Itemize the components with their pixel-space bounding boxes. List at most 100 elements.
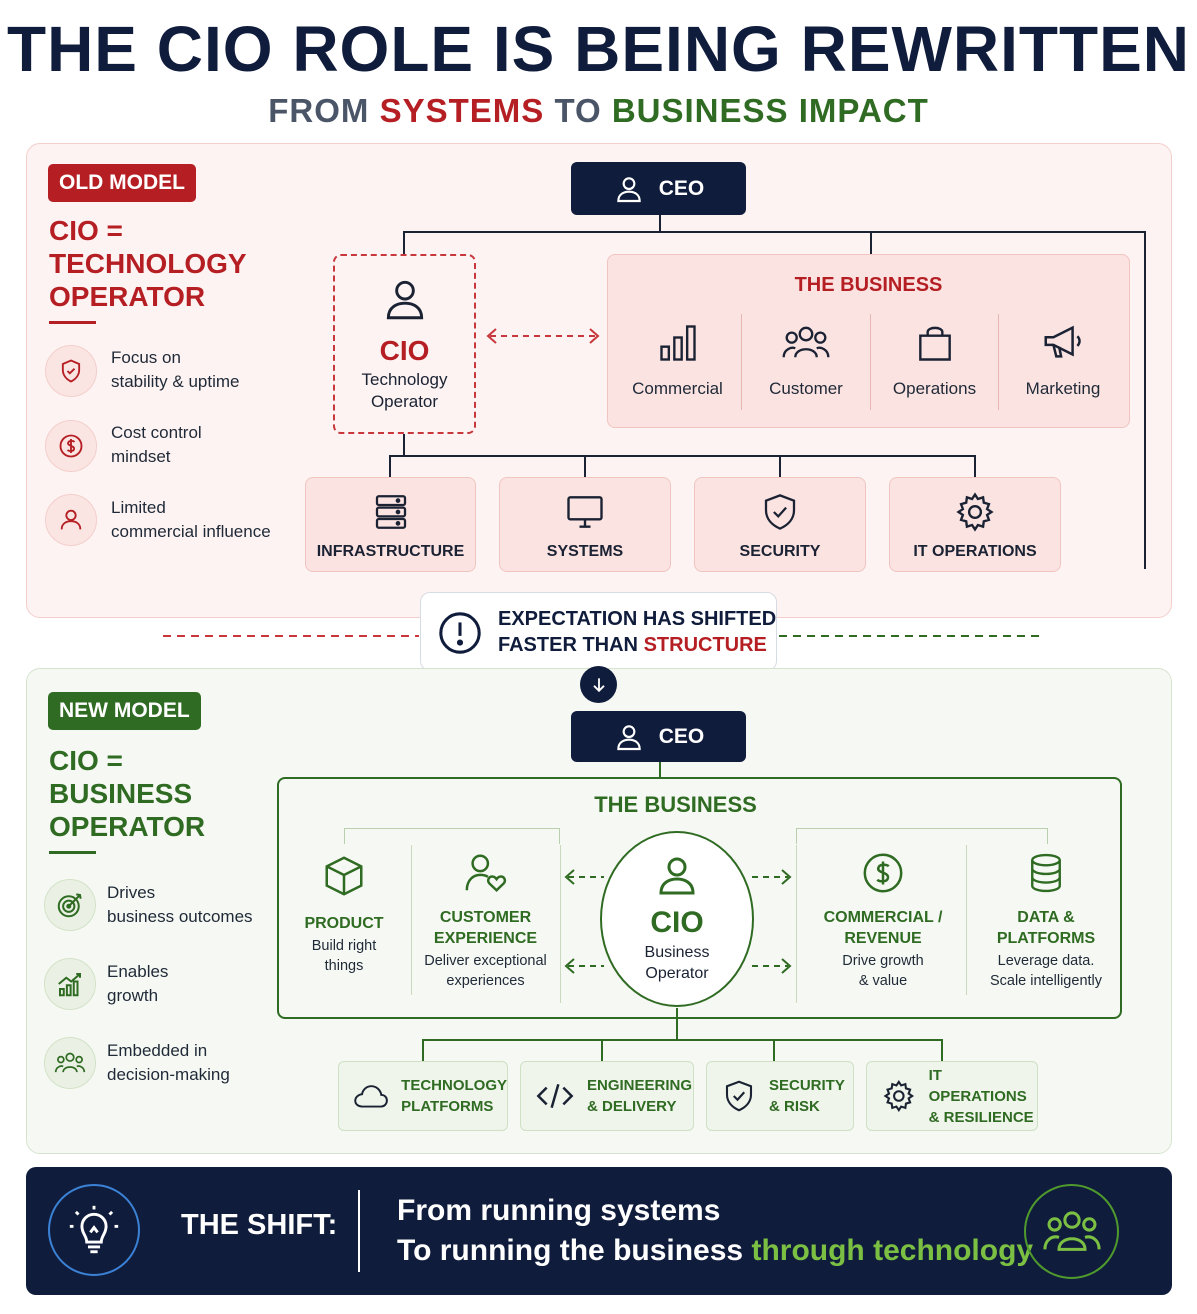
function-technology-platforms: TECHNOLOGY PLATFORMS (338, 1061, 508, 1131)
old-ceo-label: CEO (658, 176, 705, 200)
callout-line-2-highlight: STRUCTURE (643, 634, 767, 656)
new-func-stem-2 (601, 1039, 603, 1061)
function-infrastructure: INFRASTRUCTURE (305, 477, 476, 572)
growth-chart-icon (44, 958, 96, 1010)
new-cio-title: CIO (650, 906, 704, 939)
capability-sub-1: Leverage data. (997, 953, 1095, 969)
bar-chart-icon (659, 325, 696, 361)
page-title: THE CIO ROLE IS BEING REWRITTEN (6, 13, 1191, 85)
function-engineering-delivery: ENGINEERING & DELIVERY (520, 1061, 694, 1131)
business-item-label: Commercial (632, 379, 723, 398)
capability-title: PRODUCT (304, 915, 384, 932)
old-bullet-3-line-1: Limited (111, 498, 166, 517)
old-bullet-3-line-2: commercial influence (111, 522, 271, 541)
new-model-heading: CIO = BUSINESS OPERATOR (49, 744, 205, 843)
new-bullet-3-line-1: Embedded in (107, 1041, 208, 1060)
new-ceo-label: CEO (658, 724, 705, 748)
old-cio-title: CIO (379, 335, 430, 366)
capability-title-1: COMMERCIAL / (823, 909, 943, 926)
new-business-box (277, 777, 1122, 1019)
capability-sub-2: experiences (446, 973, 525, 989)
new-heading-divider (49, 851, 96, 854)
function-it-operations: IT OPERATIONS (889, 477, 1061, 572)
old-heading-divider (49, 321, 96, 324)
shift-line-1: From running systems (397, 1194, 721, 1227)
new-bullet-2: Enables growth (107, 960, 168, 1008)
function-it-operations-resilience: IT OPERATIONS & RESILIENCE (866, 1061, 1038, 1131)
capability-product: PRODUCT Build right things (290, 852, 398, 976)
callout-line-1: EXPECTATION HAS SHIFTED (498, 608, 777, 630)
old-func-stem-3 (779, 455, 781, 477)
megaphone-icon (1044, 325, 1081, 358)
person-icon (617, 176, 641, 202)
capability-title-2: REVENUE (844, 930, 922, 947)
old-model-heading: CIO = TECHNOLOGY OPERATOR (49, 214, 247, 313)
old-bullet-2-line-2: mindset (111, 447, 171, 466)
new-functions-connector (422, 1039, 943, 1041)
function-label: INFRASTRUCTURE (316, 543, 465, 560)
shield-check-icon (725, 1080, 753, 1112)
function-label-1: SECURITY (769, 1077, 845, 1094)
callout-text: EXPECTATION HAS SHIFTED FASTER THAN STRU… (498, 606, 776, 658)
new-func-stem-4 (941, 1039, 943, 1061)
shift-label: THE SHIFT: (181, 1209, 338, 1241)
exclamation-icon (439, 612, 481, 654)
left-dashed-divider (163, 635, 419, 637)
capability-title-1: DATA & (1017, 909, 1075, 926)
old-cio-stem (403, 231, 405, 255)
old-func-stem-2 (584, 455, 586, 477)
capability-sub-2: Scale intelligently (989, 973, 1103, 989)
function-label-2: & DELIVERY (587, 1098, 677, 1115)
people-icon (782, 326, 830, 358)
capability-title-1: CUSTOMER (439, 909, 532, 926)
subtitle-systems: SYSTEMS (379, 92, 545, 129)
new-bullet-2-line-2: growth (107, 986, 159, 1005)
old-func-stem-1 (389, 455, 391, 477)
cube-icon (325, 856, 363, 896)
new-func-stem-1 (422, 1039, 424, 1061)
new-bullet-3-line-2: decision-making (107, 1065, 230, 1084)
shift-line-2-highlight: through technology (751, 1234, 1034, 1267)
new-cio-oval: CIO Business Operator (600, 831, 754, 1007)
new-heading-line-2: BUSINESS (49, 778, 193, 809)
shopping-bag-icon (918, 326, 951, 361)
function-label-1: TECHNOLOGY (401, 1077, 507, 1094)
new-heading-line-3: OPERATOR (49, 811, 206, 842)
new-bullet-1: Drives business outcomes (107, 881, 253, 929)
business-item-label: Customer (769, 379, 843, 398)
code-icon (536, 1083, 574, 1109)
old-model-tag: OLD MODEL (48, 164, 196, 202)
shift-banner (26, 1167, 1172, 1295)
function-security: SECURITY (694, 477, 866, 572)
business-item-customer: Customer (742, 320, 870, 399)
left-arrow-icon (564, 958, 604, 974)
old-business-divider-3 (998, 314, 999, 410)
person-icon (45, 494, 97, 546)
function-label-1: ENGINEERING (587, 1077, 693, 1094)
people-icon (44, 1037, 96, 1089)
new-ceo-stem (659, 762, 661, 778)
function-systems: SYSTEMS (499, 477, 671, 572)
capability-sub-1: Build right (311, 938, 377, 954)
left-arrow-icon (564, 869, 604, 885)
function-label-2: & RISK (769, 1098, 820, 1115)
person-icon (659, 857, 695, 895)
capability-title-2: EXPERIENCE (433, 930, 538, 947)
shift-divider (358, 1190, 360, 1272)
new-model-tag: NEW MODEL (48, 692, 201, 730)
callout-line-2-prefix: FASTER THAN (498, 634, 638, 656)
shift-line-2: To running the business through technolo… (397, 1234, 1033, 1268)
callout-line-2: FASTER THAN STRUCTURE (498, 632, 776, 658)
capability-commercial-revenue: COMMERCIAL / REVENUE Drive growth & valu… (805, 850, 961, 991)
new-ceo-box: CEO (571, 711, 746, 762)
old-cio-down-stem (403, 434, 405, 456)
shield-check-icon (45, 345, 97, 397)
gear-icon (956, 492, 994, 532)
new-func-stem-3 (773, 1039, 775, 1061)
right-capability-bracket (796, 828, 1048, 844)
function-label: ENGINEERING & DELIVERY (587, 1075, 692, 1117)
new-cio-down-stem (676, 1008, 678, 1040)
new-bullet-1-line-1: Drives (107, 883, 156, 902)
old-cio-sub-2: Operator (370, 392, 439, 411)
cloud-icon (354, 1085, 388, 1108)
